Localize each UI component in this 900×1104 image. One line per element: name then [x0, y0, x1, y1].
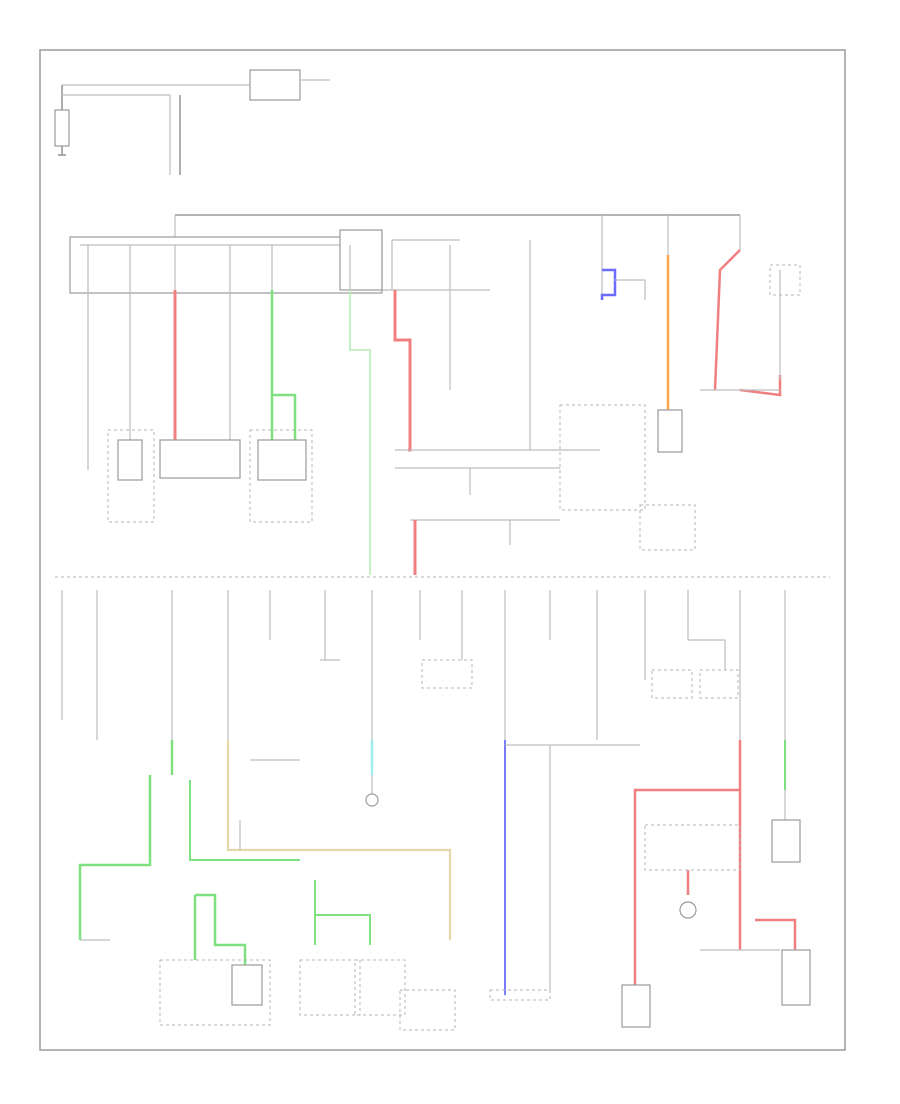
relay-component: [771, 819, 801, 863]
red-wire: [739, 375, 782, 397]
light-green-wire: [349, 290, 371, 575]
relay-component: [231, 964, 263, 1006]
lower-left-components: [80, 939, 456, 1031]
relay-component: [257, 439, 307, 481]
lower-right-components: [621, 819, 811, 1028]
relay-component: [621, 984, 651, 1028]
tan-wire: [226, 740, 452, 940]
green-wire: [270, 290, 297, 440]
red-wire: [755, 918, 797, 950]
red-wire: [393, 290, 412, 452]
red-wire: [633, 740, 742, 985]
component: [657, 409, 683, 453]
green-wire: [78, 775, 152, 940]
upper-fuse-drops: [87, 240, 531, 450]
component: [159, 439, 241, 479]
green-wire: [195, 893, 247, 965]
lower-components: [320, 639, 739, 807]
battery-symbol: [54, 109, 70, 147]
battery-circuit: [54, 69, 330, 175]
module-box: [559, 404, 646, 511]
lower-fuse-box: [61, 590, 786, 740]
upper-right-circuits: [600, 249, 801, 453]
upper-fuse-box: [69, 214, 741, 300]
blue-wire: [600, 268, 617, 300]
red-wire: [713, 249, 741, 391]
relay-component: [117, 439, 143, 481]
green-wire: [315, 914, 371, 945]
diagram-border: [39, 49, 846, 1051]
ignition-switch-box: [249, 69, 301, 101]
upper-components: [87, 404, 696, 551]
relay-component: [781, 949, 811, 1006]
green-wire: [189, 780, 300, 861]
